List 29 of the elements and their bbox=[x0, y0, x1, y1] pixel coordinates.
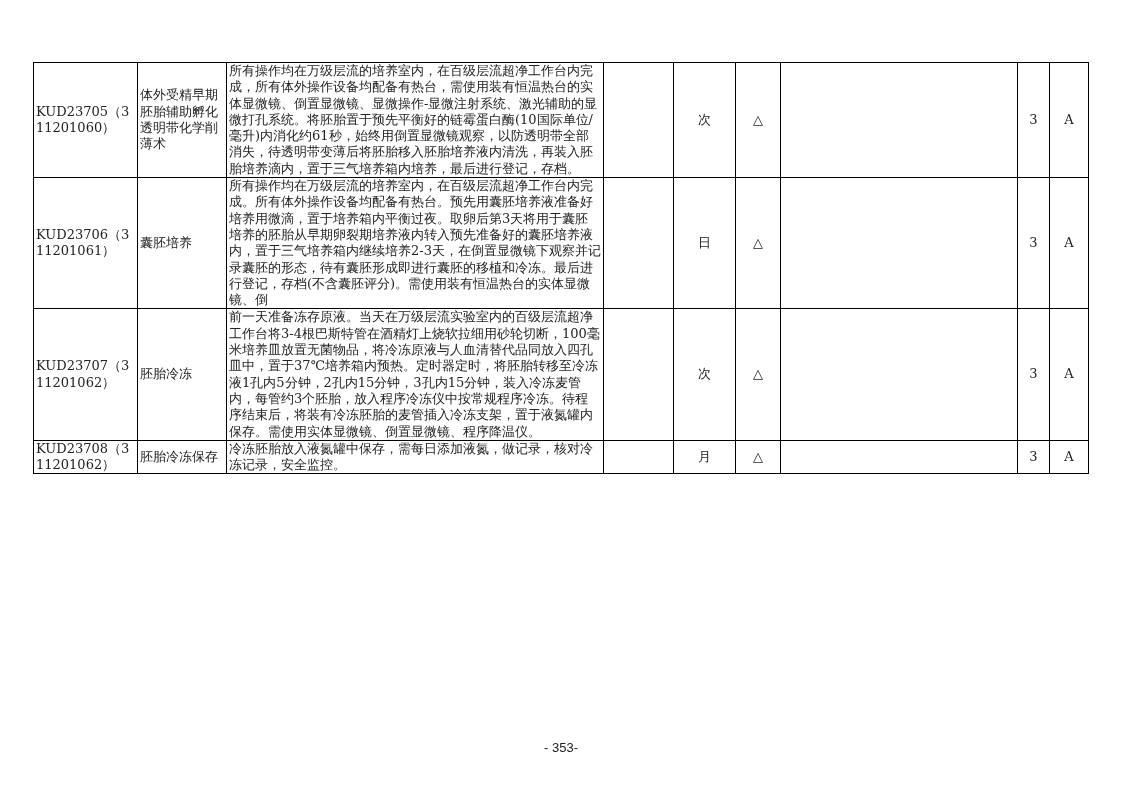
count-text: 3 bbox=[1029, 448, 1038, 464]
count-text: 3 bbox=[1029, 235, 1038, 251]
description-text: 冷冻胚胎放入液氮罐中保存，需每日添加液氮，做记录，核对冷冻记录，安全监控。 bbox=[229, 440, 593, 473]
triangle-mark: △ bbox=[753, 448, 763, 464]
item-name: 胚胎冷冻 bbox=[140, 366, 192, 382]
item-name: 胚胎冷冻保存 bbox=[140, 448, 218, 464]
item-code: KUD23706（311201061） bbox=[36, 226, 130, 259]
description-text: 所有操作均在万级层流的培养室内，在百级层流超净工作台内完成。所有体外操作设备均配备有热台。预先用囊胚培养液准备好培养用微滴，置于培养箱内平衡过夜。取卵后第3天将用于囊胚培养的胚胎从早期卵裂期培养液内转入预先准备好的囊胚培养液内，置于三气培养箱内继续培养2-3天，在倒置显微镜下观察并记录囊胚的形态，待有囊胚形成即进行囊胚的移植和冷冻。最后进行登记，存档(不含囊胚评分)。需使用装有恒温热台的实体显微镜、倒 bbox=[229, 178, 601, 308]
page-number: - 353- bbox=[544, 740, 578, 755]
grade-text: A bbox=[1064, 235, 1074, 251]
unit-text: 日 bbox=[698, 235, 711, 251]
unit-text: 次 bbox=[698, 111, 711, 127]
unit-text: 月 bbox=[698, 448, 711, 464]
unit-text: 次 bbox=[698, 366, 711, 382]
description-text: 前一天准备冻存原液。当天在万级层流实验室内的百级层流超净工作台将3-4根巴斯特管在酒精灯上烧软拉细用砂轮切断，100毫米培养皿放置无菌物品，将冷冻原液与人血清替代品同放入四孔皿中，置于37℃培养箱内预热。定时器定时，将胚胎转移至冷冻液1孔内5分钟，2孔内15分钟，3孔内15分钟，装入冷冻麦管内，每管约3个胚胎，放入程序冷冻仪中按常规程序冷冻。待程序结束后，将装有冷冻胚胎的麦管插入冷冻支架，置于液氮罐内保存。需使用实体显微镜、倒置显微镜、程序降温仪。 bbox=[229, 309, 600, 439]
triangle-mark: △ bbox=[753, 111, 763, 127]
item-code: KUD23708（311201062） bbox=[36, 440, 130, 473]
grade-text: A bbox=[1064, 111, 1074, 127]
item-name: 囊胚培养 bbox=[140, 235, 192, 251]
grade-text: A bbox=[1064, 366, 1074, 382]
item-code: KUD23705（311201060） bbox=[36, 103, 130, 136]
grade-text: A bbox=[1064, 448, 1074, 464]
triangle-mark: △ bbox=[753, 235, 763, 251]
count-text: 3 bbox=[1029, 111, 1038, 127]
description-text: 所有操作均在万级层流的培养室内，在百级层流超净工作台内完成，所有体外操作设备均配备有热台，需使用装有恒温热台的实体显微镜、倒置显微镜、显微操作-显微注射系统、激光辅助的显微打孔系统。将胚胎置于预先平衡好的链霉蛋白酶(10国际单位/毫升)内消化约61秒，始终用倒置显微镜观察，以防透明带全部消失，待透明带变薄后将胚胎移入胚胎培养液内清洗，再装入胚胎培养滴内，置于三气培养箱内培养，最后进行登记，存档。 bbox=[229, 63, 598, 176]
item-code: KUD23707（311201062） bbox=[36, 358, 130, 390]
item-name: 体外受精早期胚胎辅助孵化透明带化学削薄术 bbox=[140, 87, 218, 152]
triangle-mark: △ bbox=[753, 366, 763, 382]
count-text: 3 bbox=[1029, 366, 1038, 382]
